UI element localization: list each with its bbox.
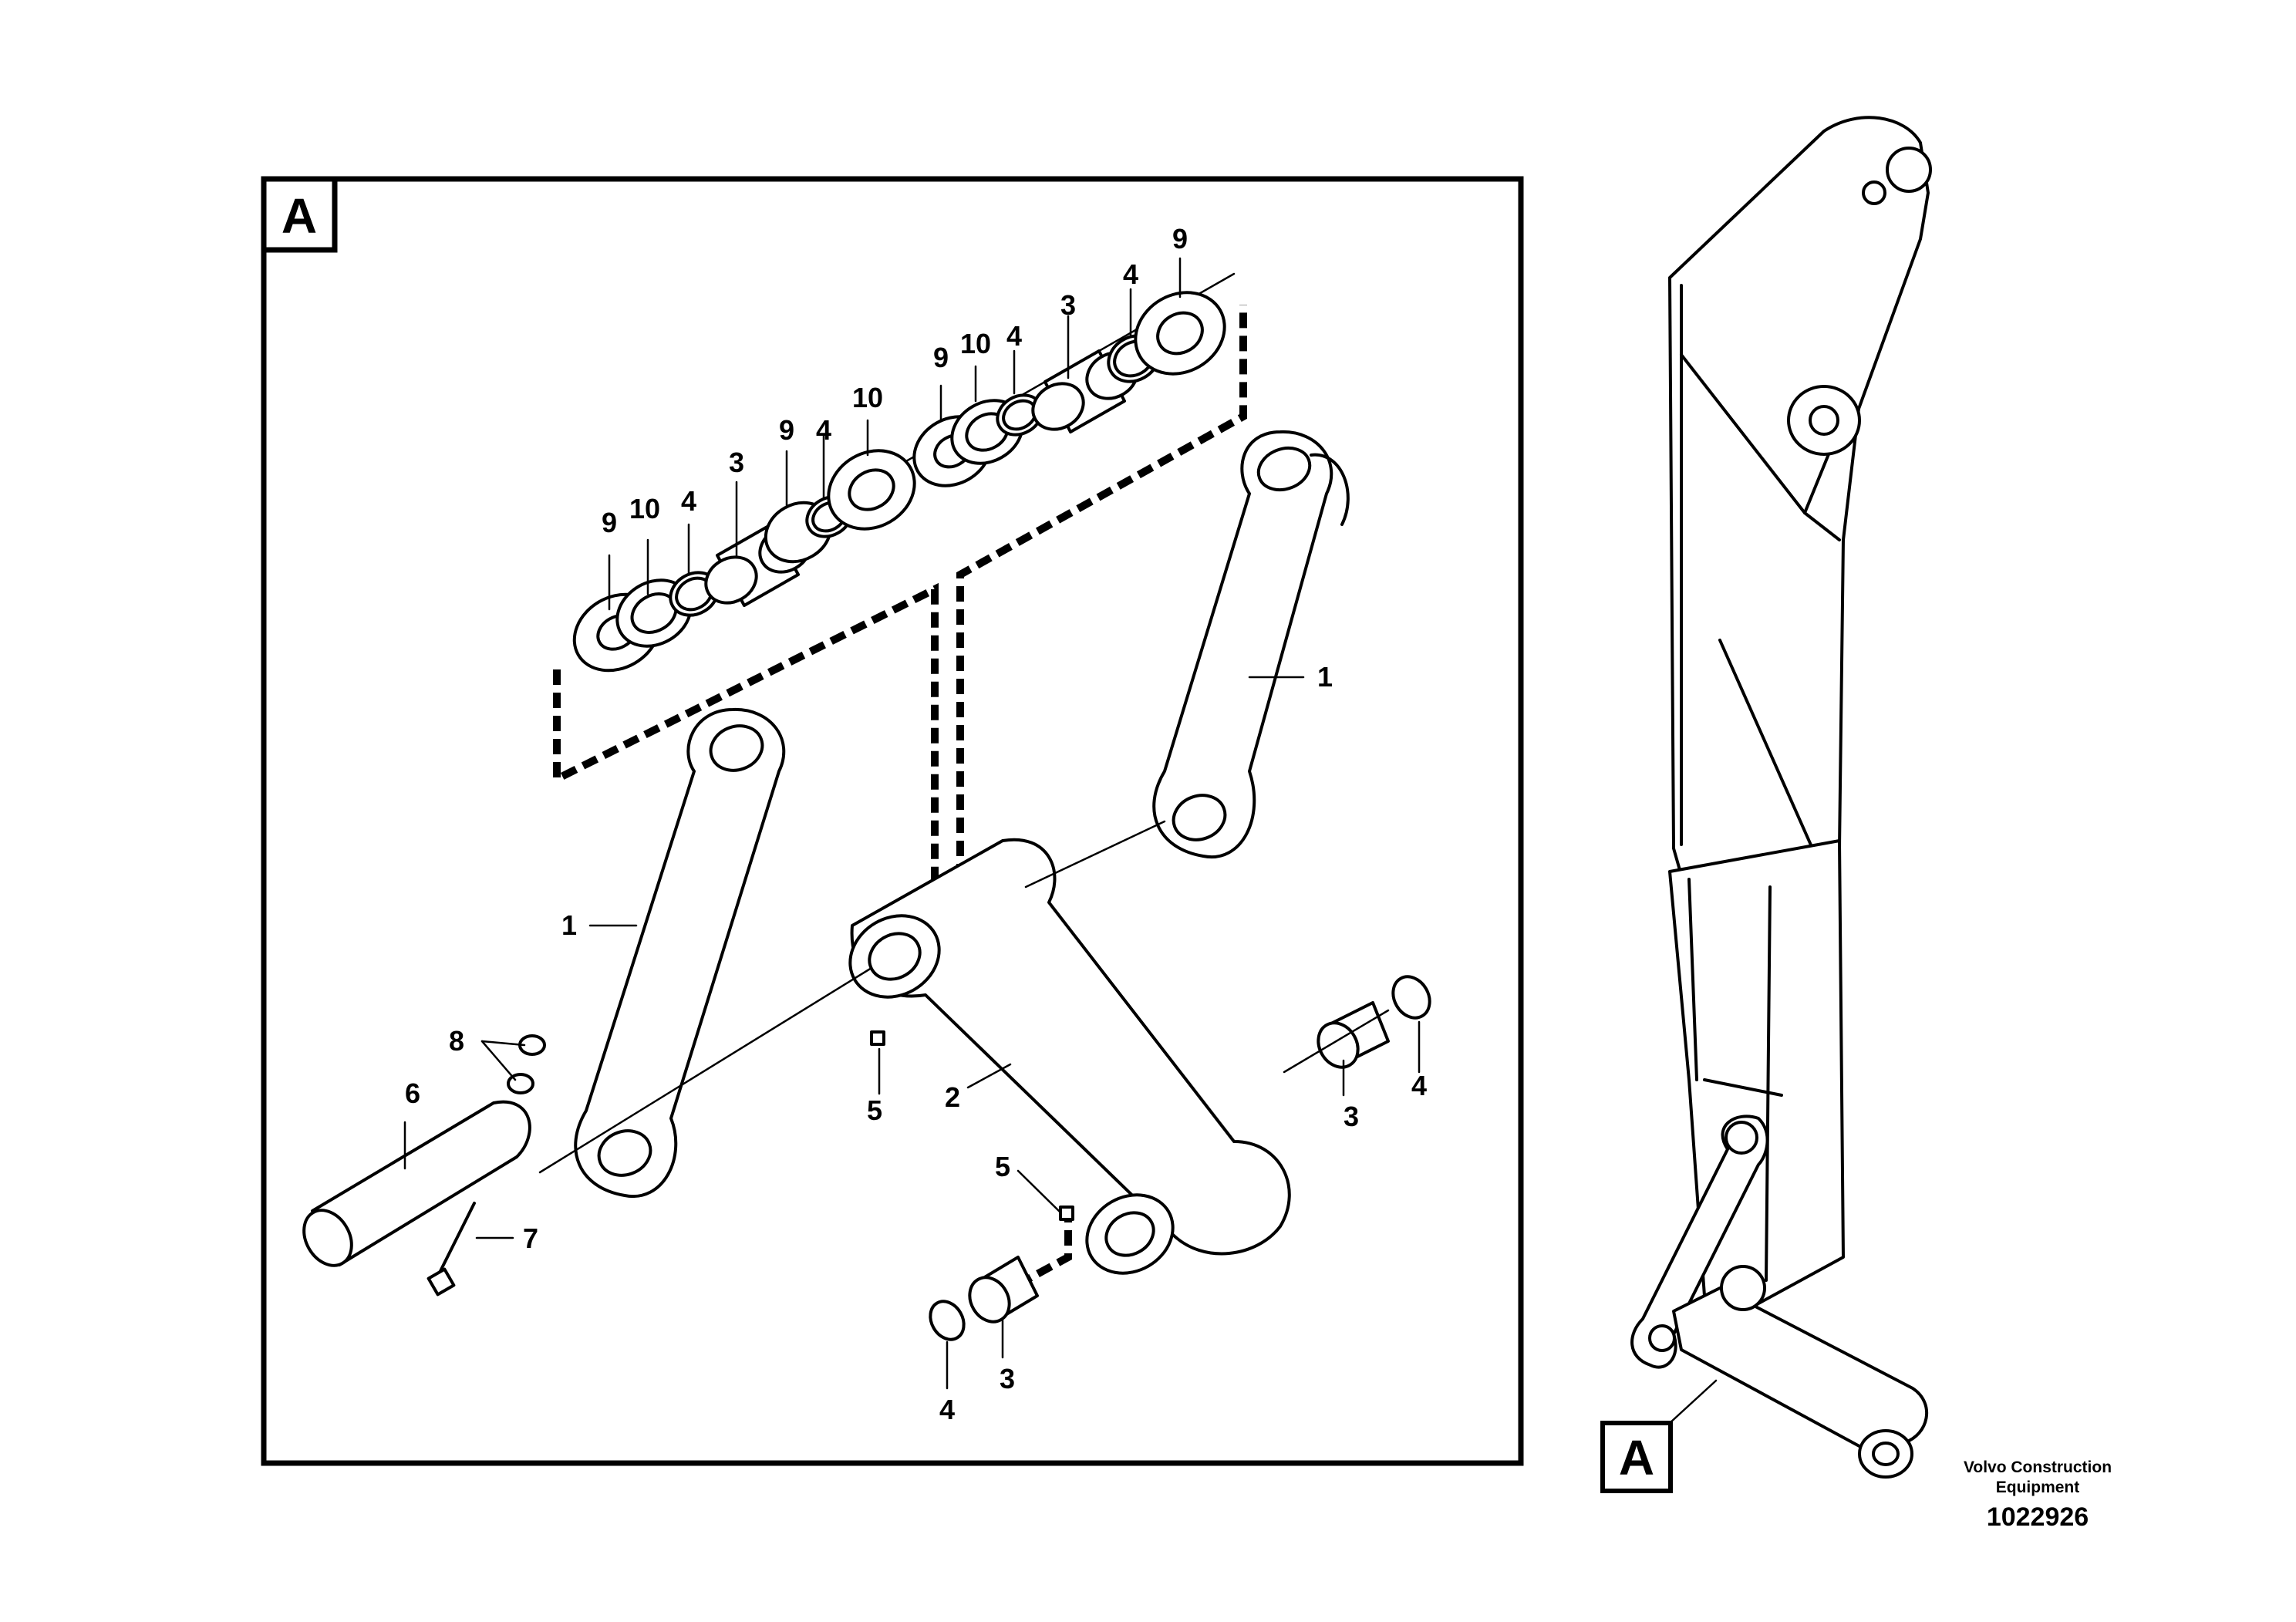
- link-1-left: [574, 707, 786, 1199]
- callout-4: 4: [1123, 258, 1138, 290]
- seal-4-right: [1391, 975, 1431, 1020]
- callout-3: 3: [1344, 1101, 1359, 1132]
- shim-10-mid: [827, 449, 916, 531]
- bracket-right: [956, 305, 1247, 879]
- detail-label: A: [282, 188, 317, 244]
- link-axis-right: [1024, 820, 1166, 889]
- callout-1: 1: [561, 909, 577, 941]
- bracket-lower: [1023, 1207, 1072, 1284]
- callout-10: 10: [960, 328, 991, 359]
- callout-6: 6: [405, 1077, 420, 1109]
- document-number: 1022926: [1986, 1502, 2089, 1532]
- rocker-link-2: [848, 838, 1291, 1275]
- callout-4: 4: [1411, 1070, 1427, 1101]
- pin-6: [302, 1100, 531, 1267]
- callout-4: 4: [681, 485, 696, 517]
- callout-9: 9: [933, 342, 949, 373]
- bushing-3-bottom: [968, 1256, 1039, 1324]
- nut-8: [507, 1034, 546, 1094]
- grease-nipple-5b: [1059, 1206, 1074, 1221]
- link-1-right: [1152, 430, 1350, 859]
- callout-3: 3: [1000, 1363, 1015, 1394]
- arm-overview: [1630, 116, 1932, 1479]
- axis-right-bushing: [1283, 1009, 1390, 1074]
- callout-5: 5: [995, 1151, 1010, 1182]
- detail-label-box: [261, 176, 338, 253]
- callout-4: 4: [816, 414, 831, 446]
- callout-4: 4: [939, 1394, 955, 1425]
- overview-leader: [1668, 1379, 1718, 1425]
- bolt-7: [426, 1202, 476, 1297]
- overview-label: A: [1619, 1430, 1654, 1485]
- callout-5: 5: [867, 1094, 882, 1126]
- bushing-3-right: [1317, 1001, 1390, 1069]
- callout-10: 10: [852, 382, 883, 413]
- callout-9: 9: [602, 507, 617, 538]
- callout-1: 1: [1317, 661, 1333, 693]
- seal-4-upper: [996, 393, 1043, 437]
- callout-3: 3: [1060, 289, 1076, 321]
- washer-9-top: [1134, 291, 1226, 376]
- bracket-left: [553, 582, 939, 879]
- callout-8: 8: [449, 1025, 464, 1057]
- callout-3: 3: [729, 447, 744, 478]
- callout-9: 9: [779, 414, 794, 446]
- callout-10: 10: [629, 493, 660, 524]
- callout-9: 9: [1172, 223, 1188, 255]
- grease-nipple-5a: [870, 1030, 885, 1046]
- manufacturer-label: Volvo Construction Equipment: [1963, 1458, 2112, 1496]
- pin-axis: [538, 966, 873, 1174]
- seal-4-bottom: [929, 1300, 966, 1341]
- detail-frame: [261, 176, 1524, 1466]
- callout-2: 2: [945, 1081, 960, 1113]
- callout-4: 4: [1006, 320, 1022, 352]
- callout-7: 7: [523, 1222, 538, 1254]
- overview-label-box: [1600, 1421, 1673, 1493]
- leader-lines: [403, 257, 1421, 1390]
